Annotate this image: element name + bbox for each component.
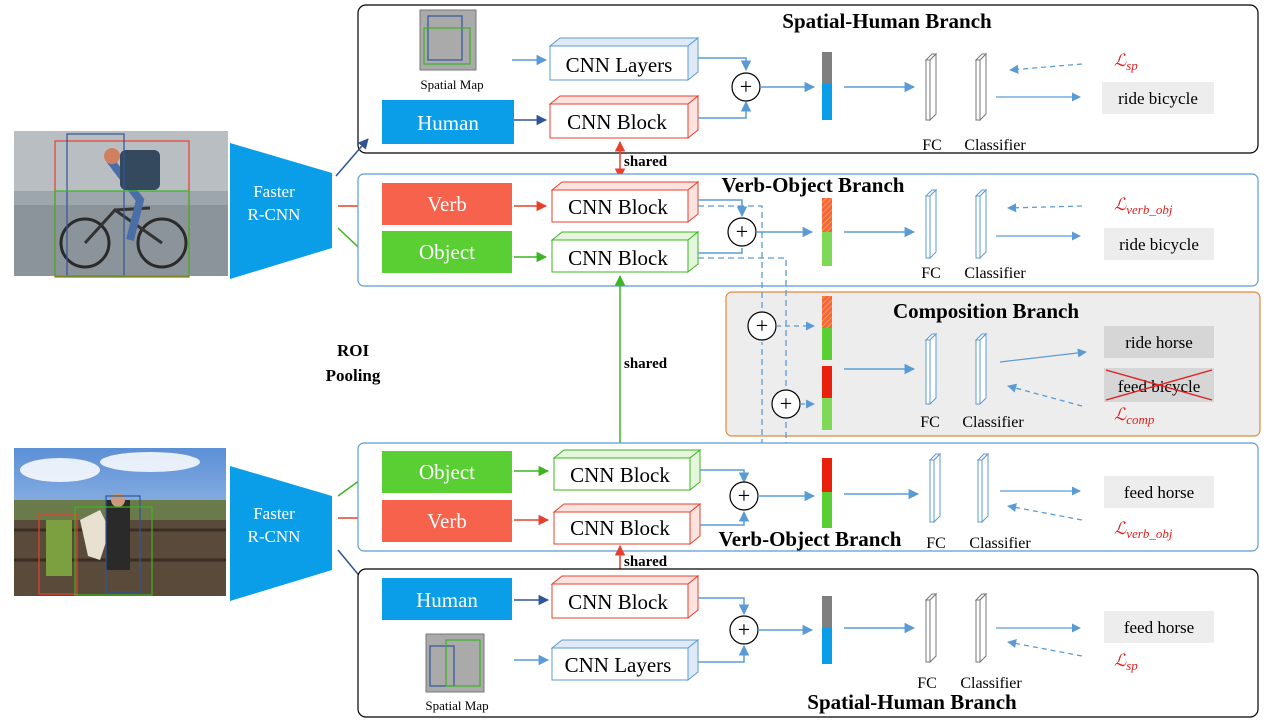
fc-label-vo-bottom: FC [926,535,946,552]
cnn-block-bottom-human-label: CNN Block [568,590,668,614]
svg-text:+: + [740,74,752,99]
classifier-label-vo-bottom: Classifier [969,535,1031,552]
classifier-bottom [974,592,988,664]
classifier-label-top: Classifier [964,137,1026,154]
fc-label-top: FC [922,137,942,154]
classifier-top [974,52,988,122]
svg-text:+: + [780,391,792,416]
roi-label-line2: Pooling [326,366,381,385]
input-image-bottom [14,448,226,596]
output-sp-bottom-label: feed horse [1124,618,1194,637]
faster-rcnn-top [230,143,332,279]
object-box-top-label: Object [419,240,475,264]
svg-text:+: + [738,483,750,508]
fc-layer-bottom [924,592,938,664]
classifier-vo-bottom [976,452,990,524]
fc-layer-top [924,52,938,122]
human-box-top-label: Human [417,111,479,135]
cnn-block-bottom-verb [552,502,702,546]
object-box-bottom [382,451,512,493]
svg-text:+: + [736,219,748,244]
composition-branch-title: Composition Branch [893,299,1079,323]
spatial-branch-bottom-title: Spatial-Human Branch [807,690,1017,714]
classifier-vo-top [974,188,988,260]
spatial-branch-top-title: Spatial-Human Branch [782,9,992,33]
object-box-top [382,231,512,273]
fc-label-bottom: FC [917,675,937,692]
output-sp-bottom [1104,611,1214,643]
spatial-map-top-label: Spatial Map [420,77,483,92]
cnn-block-top-object [550,230,700,274]
human-box-bottom-label: Human [416,588,478,612]
feature-vector-comp-1 [822,296,832,328]
fc-label-vo-top: FC [921,265,941,282]
cnn-layers-bottom [550,638,700,682]
roi-label-line1: ROI [337,341,370,360]
input-image-top [14,131,228,278]
output-ride-horse [1104,326,1214,358]
cnn-block-top-human-label: CNN Block [567,110,667,134]
faster-rcnn-bottom-line1: Faster [253,504,295,523]
verb-box-top [382,183,512,225]
human-box-bottom [382,578,512,620]
shared-label-top: shared [624,154,668,170]
cnn-layers-top-label: CNN Layers [566,53,673,77]
output-ride-horse-label: ride horse [1125,333,1193,352]
shared-label-middle: shared [624,356,668,372]
cnn-block-bottom-verb-label: CNN Block [570,516,670,540]
object-box-bottom-label: Object [419,460,475,484]
fc-layer-vo-top [924,188,938,260]
cnn-layers-top [548,36,700,82]
classifier-label-bottom: Classifier [960,675,1022,692]
faster-rcnn-top-line1: Faster [253,182,295,201]
feature-vector-vo-top [822,198,832,232]
cnn-block-bottom-object [552,448,702,492]
cnn-block-bottom-human [550,574,700,620]
output-sp-top-label: ride bicycle [1118,89,1198,108]
cnn-block-top-human [548,94,700,140]
classifier-comp [974,332,988,406]
cnn-block-top-verb-label: CNN Block [568,195,668,219]
shared-label-bottom: shared [624,554,668,570]
verb-box-top-label: Verb [427,192,467,216]
human-box-top [382,100,514,144]
classifier-label-vo-top: Classifier [964,265,1026,282]
spatial-map-bottom [425,633,485,693]
fc-layer-vo-bottom [928,452,942,524]
output-sp-top [1102,82,1214,114]
cnn-block-top-object-label: CNN Block [568,246,668,270]
verb-box-bottom-label: Verb [427,509,467,533]
classifier-label-comp: Classifier [962,414,1024,431]
output-vo-top [1104,228,1214,260]
cnn-block-bottom-object-label: CNN Block [570,463,670,487]
output-vo-bottom-label: feed horse [1124,483,1194,502]
fc-label-comp: FC [920,414,940,431]
spatial-map-top [419,9,477,71]
verb-object-bottom-title: Verb-Object Branch [719,527,902,551]
cnn-layers-bottom-label: CNN Layers [565,653,672,677]
output-vo-bottom [1104,476,1214,508]
feature-vector-spatial-bottom [822,596,832,628]
fc-layer-comp [924,332,938,406]
verb-object-top-title: Verb-Object Branch [722,173,905,197]
verb-box-bottom [382,500,512,542]
faster-rcnn-top-line2: R-CNN [248,205,301,224]
feature-vector-vo-bottom [822,458,832,492]
cnn-block-top-verb [550,180,700,224]
faster-rcnn-bottom [230,466,332,601]
feature-vector-comp-2 [822,366,832,398]
feature-vector-spatial-top [822,52,832,84]
svg-text:+: + [738,617,750,642]
output-vo-top-label: ride bicycle [1119,235,1199,254]
svg-text:+: + [756,313,768,338]
spatial-map-bottom-label: Spatial Map [425,698,488,713]
faster-rcnn-bottom-line2: R-CNN [248,527,301,546]
